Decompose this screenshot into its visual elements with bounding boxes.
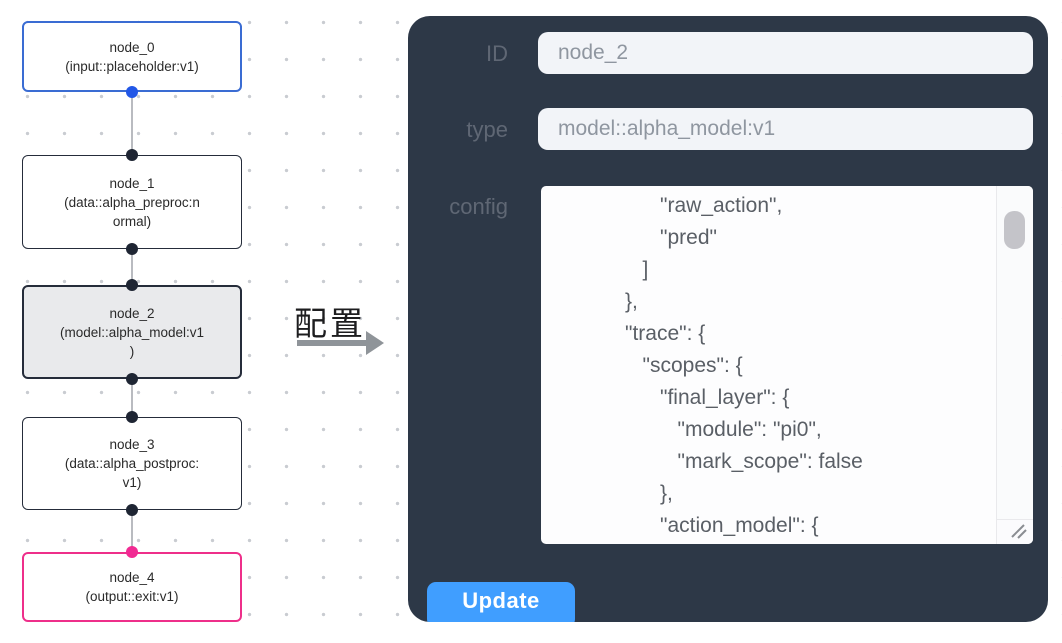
connection-handle[interactable] [126, 411, 138, 423]
update-button[interactable]: Update [427, 582, 575, 622]
connection-handle[interactable] [126, 373, 138, 385]
config-scrollbar-track[interactable] [996, 186, 1033, 519]
transition-label: 配置 [294, 305, 366, 342]
flow-edge [131, 249, 133, 285]
config-scrollbar-thumb[interactable] [1004, 211, 1025, 249]
node-config-panel: ID type config "raw_action", "pred" ] },… [408, 16, 1048, 622]
id-field-label: ID [486, 41, 508, 66]
resize-grip-icon[interactable] [1006, 521, 1028, 541]
type-field-label: type [466, 117, 508, 142]
connection-handle[interactable] [126, 149, 138, 161]
flow-node-node_0[interactable]: node_0 (input::placeholder:v1) [22, 21, 242, 92]
config-json-text: "raw_action", "pred" ] }, "trace": { "sc… [625, 194, 863, 537]
flow-node-node_4[interactable]: node_4 (output::exit:v1) [22, 552, 242, 622]
connection-handle[interactable] [126, 243, 138, 255]
flow-edge [131, 92, 133, 155]
flow-node-node_2[interactable]: node_2 (model::alpha_model:v1 ) [22, 285, 242, 379]
config-json-editor[interactable]: "raw_action", "pred" ] }, "trace": { "sc… [541, 186, 1033, 544]
right-arrow-icon [297, 340, 368, 346]
connection-handle[interactable] [126, 504, 138, 516]
connection-handle[interactable] [126, 279, 138, 291]
flow-edge [131, 510, 133, 552]
config-field-label: config [449, 194, 508, 219]
flow-node-node_1[interactable]: node_1 (data::alpha_preproc:n ormal) [22, 155, 242, 249]
right-arrow-icon-head [366, 331, 384, 355]
type-field-input[interactable] [538, 108, 1033, 150]
flow-node-node_3[interactable]: node_3 (data::alpha_postproc: v1) [22, 417, 242, 510]
id-field-input[interactable] [538, 32, 1033, 74]
config-scrollbar-corner [996, 519, 1033, 544]
connection-handle[interactable] [126, 86, 138, 98]
connection-handle[interactable] [126, 546, 138, 558]
flow-canvas[interactable]: node_0 (input::placeholder:v1)node_1 (da… [0, 0, 408, 643]
flow-edge [131, 379, 133, 417]
